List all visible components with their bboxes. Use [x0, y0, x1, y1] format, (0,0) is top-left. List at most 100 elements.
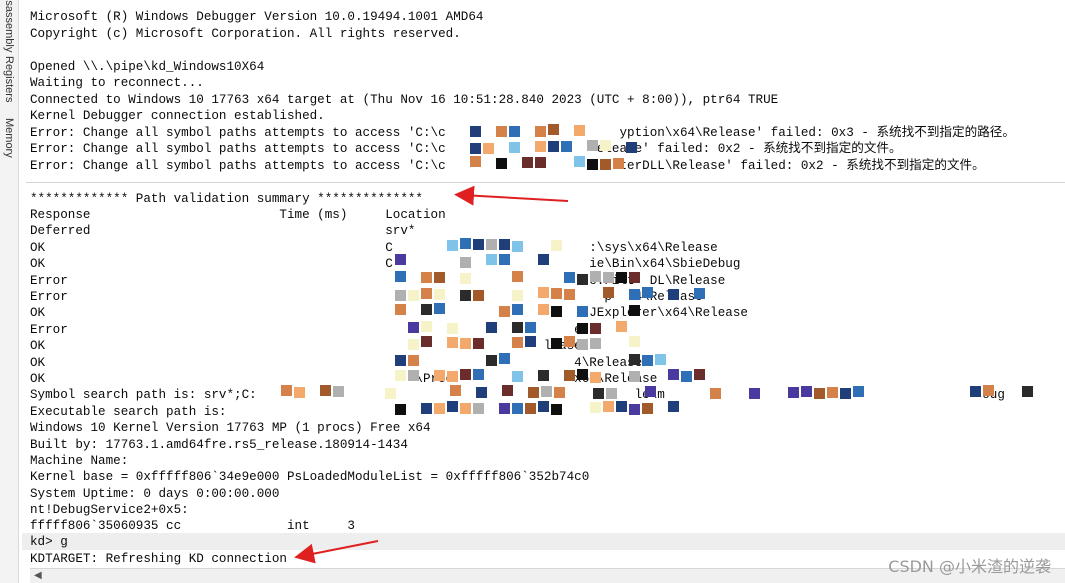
redaction-block [642, 403, 653, 414]
redaction-block [535, 141, 546, 152]
redaction-block [434, 403, 445, 414]
console-line: Opened \\.\pipe\kd_Windows10X64 [30, 60, 265, 74]
redaction-block [486, 239, 497, 250]
redaction-block [590, 338, 601, 349]
redaction-block [473, 239, 484, 250]
console-line: Error: Change all symbol paths attempts … [30, 159, 985, 173]
redaction-block [551, 288, 562, 299]
redaction-block [749, 388, 760, 399]
redaction-block [281, 385, 292, 396]
redaction-block [512, 337, 523, 348]
redaction-block [668, 289, 679, 300]
redaction-block [509, 126, 520, 137]
redaction-block [483, 143, 494, 154]
redaction-block [460, 369, 471, 380]
redaction-block [590, 323, 601, 334]
redaction-block [509, 142, 520, 153]
redaction-block [499, 239, 510, 250]
console-line: Error: Change all symbol paths attempts … [30, 126, 1015, 140]
redaction-block [548, 124, 559, 135]
redaction-block [577, 323, 588, 334]
redaction-block [600, 140, 611, 151]
console-line: Kernel base = 0xfffff806`34e9e000 PsLoad… [30, 470, 590, 484]
tab-memory[interactable]: Memory [3, 118, 15, 158]
redaction-block [470, 143, 481, 154]
redaction-block [827, 387, 838, 398]
redaction-block [528, 387, 539, 398]
redaction-block [564, 370, 575, 381]
redaction-block [473, 369, 484, 380]
redaction-block [408, 339, 419, 350]
redaction-block [499, 254, 510, 265]
redaction-block [460, 238, 471, 249]
redaction-block [551, 404, 562, 415]
redaction-block [395, 370, 406, 381]
redaction-block [395, 404, 406, 415]
redaction-block [395, 355, 406, 366]
scroll-left-icon[interactable]: ◀ [34, 570, 42, 581]
redaction-block [476, 387, 487, 398]
redaction-block [710, 388, 721, 399]
redaction-block [629, 305, 640, 316]
redaction-block [473, 338, 484, 349]
redaction-block [460, 290, 471, 301]
redaction-block [668, 401, 679, 412]
tab-registers[interactable]: Registers [3, 56, 15, 103]
redaction-block [616, 272, 627, 283]
redaction-block [333, 386, 344, 397]
redaction-block [551, 240, 562, 251]
horizontal-scrollbar[interactable]: ◀ [30, 568, 1065, 583]
redaction-block [853, 386, 864, 397]
redaction-block [434, 303, 445, 314]
redaction-block [385, 388, 396, 399]
redaction-block [541, 386, 552, 397]
redaction-block [577, 274, 588, 285]
tab-disassembly[interactable]: Disassembly [3, 0, 15, 53]
console-line: Waiting to reconnect... [30, 76, 204, 90]
redaction-block [642, 355, 653, 366]
redaction-block [538, 401, 549, 412]
redaction-block [554, 387, 565, 398]
redaction-block [600, 159, 611, 170]
console-line: Response Time (ms) Location [30, 208, 446, 222]
redaction-block [606, 388, 617, 399]
redaction-block [603, 272, 614, 283]
console-line: fffff806`35060935 cc int 3 [30, 519, 355, 533]
redaction-block [587, 140, 598, 151]
redaction-block [470, 126, 481, 137]
redaction-block [564, 336, 575, 347]
redaction-block [470, 156, 481, 167]
redaction-block [447, 240, 458, 251]
redaction-block [512, 290, 523, 301]
redaction-block [421, 272, 432, 283]
redaction-block [499, 403, 510, 414]
redaction-block [473, 290, 484, 301]
console-line: Error e [30, 323, 582, 337]
redaction-block [590, 402, 601, 413]
redaction-block [408, 370, 419, 381]
redaction-block [512, 271, 523, 282]
redaction-block [421, 304, 432, 315]
redaction-block [788, 387, 799, 398]
redaction-block [629, 371, 640, 382]
redaction-block [574, 156, 585, 167]
redaction-block [840, 388, 851, 399]
redaction-block [694, 288, 705, 299]
console-line: OK lease [30, 339, 582, 353]
console-line: Copyright (c) Microsoft Corporation. All… [30, 27, 461, 41]
debugger-console-output[interactable]: Microsoft (R) Windows Debugger Version 1… [22, 0, 1065, 534]
redaction-block [801, 386, 812, 397]
redaction-block [525, 322, 536, 333]
redaction-block [408, 355, 419, 366]
redaction-block [564, 272, 575, 283]
redaction-block [512, 403, 523, 414]
console-line: System Uptime: 0 days 0:00:00.000 [30, 487, 280, 501]
redaction-block [460, 257, 471, 268]
command-area[interactable]: kd> g [22, 533, 1065, 550]
redaction-block [512, 241, 523, 252]
redaction-block [603, 401, 614, 412]
redaction-block [681, 371, 692, 382]
redaction-block [434, 272, 445, 283]
redaction-block [538, 287, 549, 298]
redaction-block [522, 157, 533, 168]
